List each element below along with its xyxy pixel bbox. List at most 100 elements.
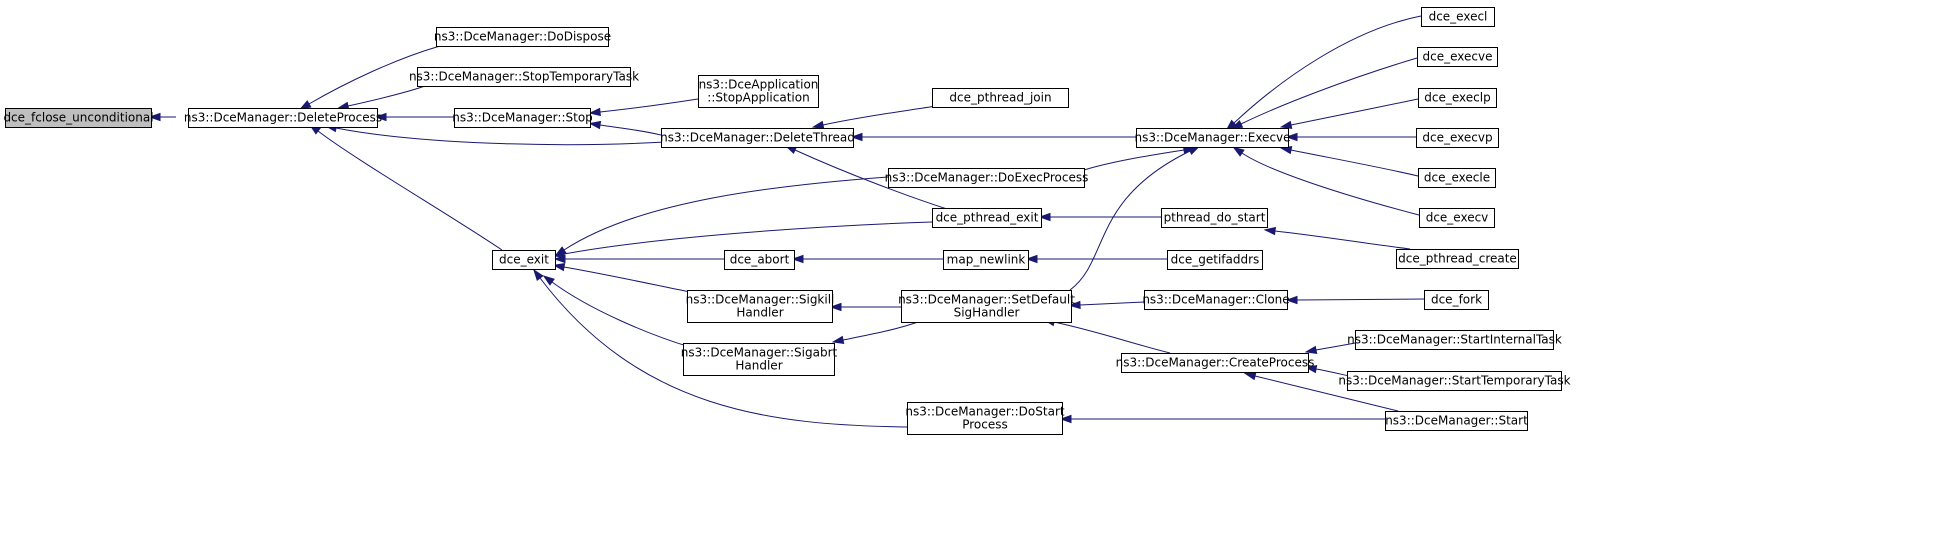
node-box[interactable] (1416, 128, 1499, 148)
node-label: map_newlink (947, 253, 1026, 267)
edge-n16-n19 (552, 221, 933, 259)
node-box[interactable] (661, 128, 854, 148)
graph-node[interactable]: ns3::DceManager::CreateProcess (1116, 353, 1315, 373)
edge-line (1296, 298, 1425, 301)
node-label: dce_execle (1424, 171, 1490, 185)
node-box[interactable] (492, 250, 556, 270)
node-box[interactable] (1418, 168, 1496, 188)
edge-line (1233, 15, 1422, 124)
graph-node[interactable]: dce_exit (492, 250, 556, 270)
graph-node[interactable]: dce_pthread_exit (932, 208, 1042, 228)
graph-node[interactable]: dce_execve (1417, 47, 1498, 67)
graph-node[interactable]: dce_execlp (1418, 88, 1497, 108)
graph-node[interactable]: dce_execvp (1416, 128, 1499, 148)
node-box[interactable] (1421, 7, 1495, 27)
node-label: ns3::DceManager::CreateProcess (1116, 356, 1315, 370)
graph-node[interactable]: dce_fclose_unconditional (3, 108, 154, 128)
graph-node[interactable]: ns3::DceManager::DeleteProcess (184, 108, 382, 128)
edge-line (308, 45, 441, 105)
graph-node[interactable]: dce_getifaddrs (1167, 250, 1263, 270)
graph-node[interactable]: ns3::DceManager::DoExecProcess (885, 168, 1089, 188)
graph-node[interactable]: ns3::DceManager::Clone (1142, 290, 1290, 310)
graph-node[interactable]: dce_execle (1418, 168, 1496, 188)
edge-n32-n28 (1243, 372, 1399, 412)
node-box[interactable] (1424, 290, 1489, 310)
node-box[interactable] (1417, 47, 1498, 67)
arrow-head (552, 262, 566, 272)
graph-node[interactable]: ns3::DceApplication::StopApplication (698, 75, 819, 108)
graph-node[interactable]: ns3::DceManager::StartTemporaryTask (1338, 371, 1571, 391)
edge-line (1315, 368, 1350, 377)
node-box[interactable] (1167, 250, 1263, 270)
edge-n4-n1 (374, 112, 454, 122)
node-box[interactable] (1347, 371, 1562, 391)
edge-n31-n19 (533, 268, 908, 428)
graph-node[interactable]: ns3::DceManager::DeleteThread (660, 128, 855, 148)
node-box[interactable] (417, 67, 631, 87)
graph-node[interactable]: dce_pthread_create (1396, 249, 1519, 269)
node-box[interactable] (1396, 249, 1519, 269)
edge-n22-n21 (1025, 254, 1167, 264)
node-box[interactable] (436, 27, 609, 47)
node-box[interactable] (1385, 411, 1528, 431)
root-node-box[interactable] (5, 108, 152, 128)
arrow-head (831, 335, 845, 345)
node-box[interactable] (932, 88, 1069, 108)
arrow-head (552, 249, 566, 259)
node-label: ns3::DceManager::Sigkill (686, 293, 835, 307)
node-box[interactable] (1418, 88, 1497, 108)
node-box[interactable] (1136, 128, 1289, 148)
graph-node[interactable]: ns3::DceManager::StopTemporaryTask (409, 67, 639, 87)
graph-node[interactable]: dce_fork (1424, 290, 1489, 310)
arrow-head (588, 107, 601, 117)
node-label: dce_pthread_create (1398, 252, 1517, 266)
node-box[interactable] (698, 75, 819, 108)
node-box[interactable] (943, 250, 1029, 270)
node-box[interactable] (901, 290, 1072, 323)
node-box[interactable] (1144, 290, 1288, 310)
graph-node[interactable]: map_newlink (943, 250, 1029, 270)
edge-line (551, 281, 691, 348)
node-box[interactable] (1161, 208, 1268, 228)
graph-node[interactable]: ns3::DceManager::Stop (452, 108, 593, 128)
graph-node[interactable]: dce_execl (1421, 7, 1495, 27)
graph-node[interactable]: ns3::DceManager::StartInternalTask (1347, 330, 1562, 350)
arrow-head (1025, 254, 1038, 264)
node-box[interactable] (683, 343, 835, 376)
node-box[interactable] (1355, 330, 1554, 350)
node-box[interactable] (932, 208, 1042, 228)
graph-node[interactable]: pthread_do_start (1161, 208, 1268, 228)
graph-node[interactable]: ns3::DceManager::DoDispose (434, 27, 611, 47)
edge-n7-n6 (811, 105, 937, 130)
node-box[interactable] (454, 108, 591, 128)
arrow-head (1279, 120, 1293, 130)
edge-n13-n8 (1279, 145, 1419, 177)
node-box[interactable] (1419, 208, 1495, 228)
node-label: dce_pthread_join (949, 91, 1051, 105)
node-box[interactable] (888, 168, 1085, 188)
graph-node[interactable]: dce_abort (724, 250, 795, 270)
node-label: dce_execl (1429, 10, 1488, 24)
node-box[interactable] (907, 402, 1063, 435)
graph-node[interactable]: ns3::DceManager::Execve (1134, 128, 1291, 148)
node-box[interactable] (687, 290, 833, 323)
node-box[interactable] (724, 250, 795, 270)
edge-line (599, 98, 699, 113)
edge-n27-n19 (542, 275, 691, 348)
node-box[interactable] (1121, 353, 1309, 373)
edge-n11-n8 (1279, 98, 1419, 130)
edge-line (1290, 149, 1419, 177)
graph-node[interactable]: ns3::DceManager::Start (1385, 411, 1528, 431)
edge-n25-n24 (1068, 300, 1145, 310)
arrow-head (148, 112, 161, 122)
node-label: ::StopApplication (707, 91, 809, 105)
graph-node[interactable]: dce_execv (1419, 208, 1495, 228)
arrow-head (1243, 372, 1257, 381)
graph-node[interactable]: dce_pthread_join (932, 88, 1069, 108)
node-label: ns3::DceManager::StartInternalTask (1347, 333, 1562, 347)
node-box[interactable] (188, 108, 378, 128)
